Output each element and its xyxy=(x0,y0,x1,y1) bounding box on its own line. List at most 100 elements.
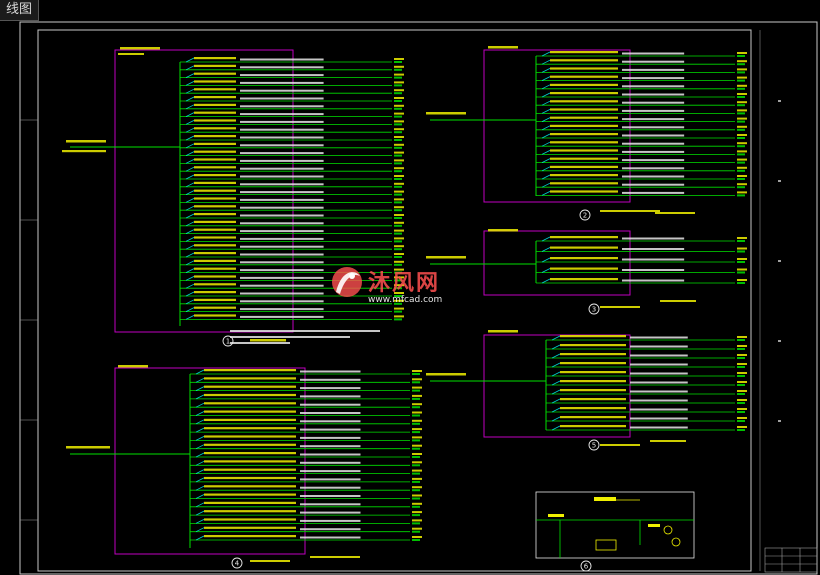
breaker-symbol xyxy=(541,191,551,196)
circuit-label-mark xyxy=(412,389,420,392)
circuit-label-mark xyxy=(737,384,745,386)
breaker-symbol xyxy=(185,104,195,110)
breaker-symbol xyxy=(195,436,205,441)
circuit-label-mark xyxy=(194,228,236,231)
circuit-label-mark xyxy=(737,258,747,260)
circuit-label-mark xyxy=(737,63,745,66)
circuit-label-mark xyxy=(550,141,618,144)
circuit-label-mark xyxy=(412,406,420,409)
circuit-label-mark xyxy=(204,501,296,504)
circuit-label-mark xyxy=(240,152,324,155)
circuit-label-mark xyxy=(488,46,518,49)
circuit-label-mark xyxy=(194,158,236,161)
breaker-symbol xyxy=(541,150,551,155)
circuit-label-mark xyxy=(622,126,685,129)
circuit-label-mark xyxy=(737,52,747,54)
breaker-symbol xyxy=(541,257,551,263)
circuit-label-mark xyxy=(650,440,686,442)
circuit-label-mark xyxy=(412,431,420,434)
circuit-label-mark xyxy=(194,259,236,262)
panel-1-box xyxy=(114,49,294,333)
circuit-label-mark xyxy=(300,387,361,390)
breaker-symbol xyxy=(185,283,195,289)
breaker-symbol xyxy=(195,485,205,491)
breaker-symbol xyxy=(541,92,551,98)
circuit-label-mark xyxy=(240,191,324,194)
breaker-symbol xyxy=(185,276,195,281)
breaker-symbol xyxy=(551,335,561,341)
circuit-label-mark xyxy=(412,453,422,455)
circuit-label-mark xyxy=(550,51,618,54)
circuit-label-mark xyxy=(240,198,324,201)
circuit-label-mark xyxy=(412,527,422,530)
circuit-label-mark xyxy=(300,486,361,489)
breaker-symbol xyxy=(185,237,195,242)
breaker-symbol xyxy=(541,182,551,188)
circuit-rows xyxy=(62,46,747,562)
circuit-label-mark xyxy=(630,381,688,384)
circuit-label-mark xyxy=(630,390,688,393)
panel-badge-circle xyxy=(588,303,600,315)
watermark-brand: 沐风网 xyxy=(368,271,440,296)
circuit-label-mark xyxy=(204,460,296,463)
circuit-label-mark xyxy=(426,256,466,259)
circuit-label-mark xyxy=(655,212,695,214)
circuit-label-mark xyxy=(622,109,685,112)
circuit-label-mark xyxy=(737,137,745,139)
circuit-label-mark xyxy=(240,183,324,186)
circuit-label-mark xyxy=(240,284,324,287)
circuit-label-mark xyxy=(737,153,745,156)
circuit-label-mark xyxy=(560,380,626,383)
circuit-label-mark xyxy=(737,279,747,281)
circuit-label-mark xyxy=(412,472,420,475)
circuit-label-mark xyxy=(412,386,422,389)
circuit-label-mark xyxy=(240,261,324,264)
circuit-label-mark xyxy=(394,248,402,251)
circuit-label-mark xyxy=(630,408,688,411)
circuit-label-mark xyxy=(394,178,402,180)
circuit-label-mark xyxy=(394,260,404,263)
circuit-label-mark xyxy=(622,248,685,250)
circuit-label-mark xyxy=(240,128,324,131)
drawing-tab-title[interactable]: 线图 xyxy=(0,0,40,21)
circuit-label-mark xyxy=(550,190,618,193)
circuit-label-mark xyxy=(300,478,361,481)
circuit-label-mark xyxy=(412,461,422,464)
breaker-symbol xyxy=(195,386,205,391)
circuit-label-mark xyxy=(600,306,640,308)
circuit-label-mark xyxy=(194,127,236,130)
circuit-label-mark xyxy=(194,267,236,270)
circuit-label-mark xyxy=(737,71,745,74)
breaker-symbol xyxy=(185,315,195,320)
circuit-label-mark xyxy=(737,191,747,194)
circuit-label-mark xyxy=(622,279,685,282)
circuit-label-mark xyxy=(737,339,745,341)
circuit-label-mark xyxy=(240,300,324,303)
breaker-symbol xyxy=(185,299,195,305)
circuit-label-mark xyxy=(240,113,324,116)
circuit-label-mark xyxy=(240,269,324,272)
circuit-label-mark xyxy=(622,159,685,162)
circuit-label-mark xyxy=(194,150,236,153)
circuit-label-mark xyxy=(737,109,747,112)
circuit-label-mark xyxy=(737,372,747,374)
circuit-label-mark xyxy=(622,77,685,80)
circuit-label-mark xyxy=(412,422,420,425)
breaker-symbol xyxy=(551,389,561,395)
panel-badge-number: 4 xyxy=(235,560,240,568)
breaker-symbol xyxy=(185,205,195,211)
circuit-label-mark xyxy=(394,92,402,95)
breaker-symbol xyxy=(185,127,195,133)
circuit-label-mark xyxy=(630,426,688,429)
circuit-label-mark xyxy=(194,291,236,294)
circuit-label-mark xyxy=(394,193,402,196)
circuit-label-mark xyxy=(240,222,324,225)
circuit-label-mark xyxy=(194,244,236,247)
circuit-label-mark xyxy=(737,55,745,57)
circuit-label-mark xyxy=(394,232,402,235)
circuit-label-mark xyxy=(622,258,685,261)
panel-2-box xyxy=(483,49,631,203)
circuit-label-mark xyxy=(194,135,236,138)
circuit-label-mark xyxy=(194,64,236,67)
